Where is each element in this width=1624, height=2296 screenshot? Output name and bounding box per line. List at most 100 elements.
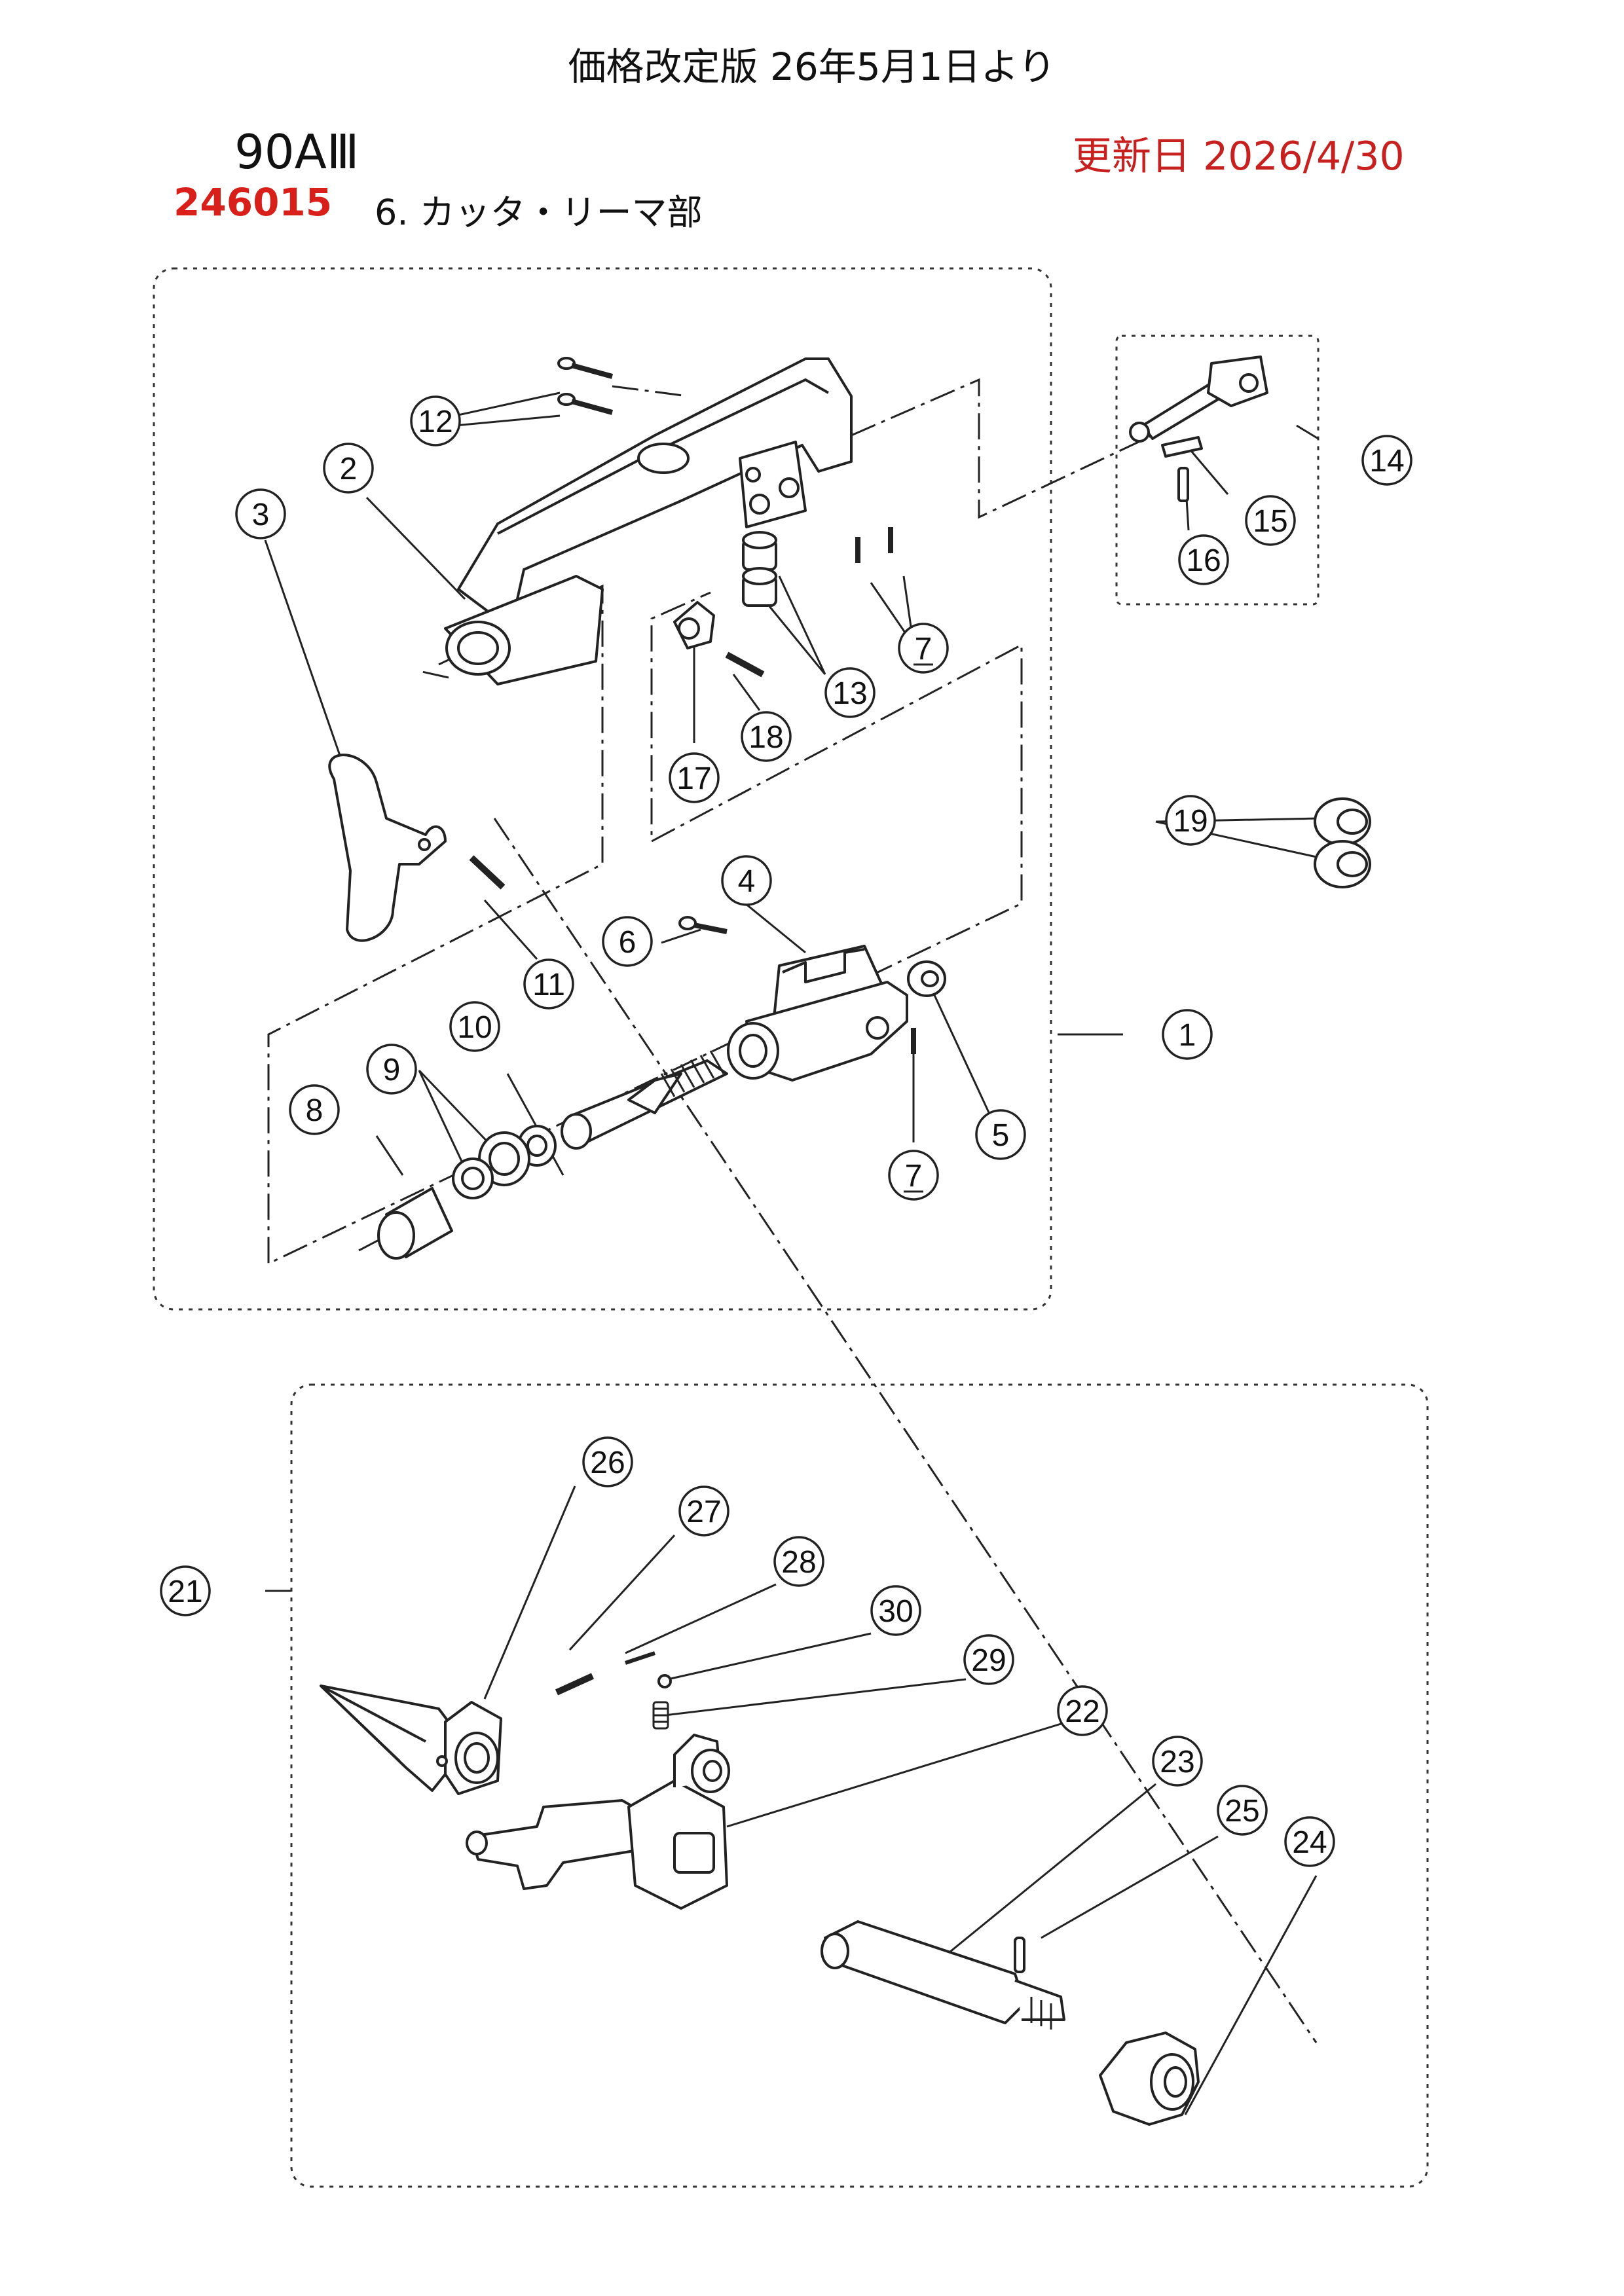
assembly-lines [267,378,1318,2043]
callout-25-circle [1217,1785,1268,1836]
callout-21: 21 [168,1575,202,1609]
callout-7b: 7 [905,1159,923,1194]
part-drawings [320,355,1371,2126]
callout-27: 27 [686,1495,721,1529]
callout-18-circle [741,711,792,762]
callout-13: 13 [832,676,867,711]
bearing-set-9 [452,1125,557,1199]
callout-16-circle [1178,534,1229,585]
callout-24: 24 [1292,1825,1327,1860]
key-15 [1161,436,1203,458]
document-title: 価格改定版 26年5月1日より [568,45,1056,89]
callout-27-circle [678,1485,729,1537]
callout-12: 12 [418,405,452,439]
callout-25: 25 [1225,1794,1259,1829]
callout-4: 4 [738,864,756,899]
callout-3: 3 [252,498,270,532]
callout-1-circle [1162,1009,1213,1060]
spring-pin-18 [725,651,765,678]
pin-25 [1014,1937,1025,1973]
callout-22: 22 [1065,1694,1099,1729]
callout-30: 30 [878,1594,913,1629]
callout-10-circle [449,1001,500,1052]
callout-5: 5 [992,1118,1010,1153]
callout-30-circle [870,1585,921,1636]
detail-14-box [1115,335,1320,606]
callout-26-circle [582,1436,633,1487]
callout-15: 15 [1253,504,1287,539]
upper-assembly-box [153,267,1052,1311]
callout-5-circle [975,1109,1026,1160]
callout-4-circle [721,855,772,906]
part-code: 246015 [174,180,333,225]
bolt-6 [678,916,728,934]
ball-30 [657,1674,672,1688]
pin-27 [555,1673,595,1696]
callout-17: 17 [676,761,711,796]
callout-21-circle [160,1565,211,1616]
callout-6: 6 [619,925,637,960]
callout-23-circle [1152,1736,1203,1787]
cutter-holder-4 [727,945,908,1082]
callout-13-circle [824,667,876,718]
callout-7a-circle [898,623,949,674]
reamer-cone-26 [320,1685,502,1795]
model-name: 90AⅢ [234,124,360,179]
callout-23: 23 [1160,1745,1194,1779]
roller-5 [907,960,946,997]
callout-24-circle [1284,1816,1335,1867]
callout-7b-circle [888,1150,939,1201]
callout-8: 8 [306,1093,323,1128]
callout-6-circle [602,916,653,967]
callout-22-circle [1057,1685,1108,1736]
t-handle-3 [328,754,447,942]
collar-17 [673,601,715,649]
shaft-14 [1129,355,1268,443]
callout-18: 18 [748,720,783,755]
pin-16 [1177,467,1189,502]
callout-9-circle [366,1044,417,1095]
update-date: 更新日 2026/4/30 [1073,134,1405,179]
callout-10: 10 [457,1010,492,1045]
callout-2-circle [323,443,374,494]
callout-17-circle [669,752,720,803]
pin-28 [625,1651,655,1665]
reamer-shaft-23 [821,1920,1065,2030]
callout-29: 29 [971,1643,1006,1678]
leader-lines [264,392,1320,2115]
callout-14: 14 [1369,444,1404,479]
callout-28: 28 [781,1545,816,1580]
callout-bubbles [160,395,1412,1867]
callout-9: 9 [383,1053,401,1087]
sleeve-8 [377,1187,453,1260]
callout-16: 16 [1186,543,1221,578]
reamer-body-22 [466,1734,730,1910]
lower-assembly-box [290,1383,1429,2188]
section-title: 6. カッタ・リーマ部 [375,192,703,233]
bushings-13 [742,531,777,607]
callout-15-circle [1245,495,1296,546]
callout-14-circle [1361,435,1412,486]
bolt-12-top [557,357,614,379]
callout-3-circle [235,488,286,539]
callout-11: 11 [532,968,565,1002]
callout-19-circle [1165,795,1216,846]
spring-29 [652,1701,669,1730]
handle-2 [444,357,853,685]
callout-26: 26 [590,1446,625,1480]
pin-11 [469,855,506,890]
callout-7a: 7 [915,632,932,666]
callout-2: 2 [340,452,358,486]
callout-1: 1 [1179,1018,1196,1053]
callout-8-circle [289,1084,340,1135]
callout-28-circle [773,1536,824,1587]
callout-12-circle [410,395,461,446]
callout-29-circle [963,1634,1014,1685]
bearings-19 [1314,797,1371,888]
knob-nut-24 [1099,2032,1200,2126]
callout-19: 19 [1173,804,1208,839]
screw-shaft-10 [561,1050,728,1150]
callout-11-circle [523,958,574,1010]
bolt-12-bottom [557,393,614,415]
